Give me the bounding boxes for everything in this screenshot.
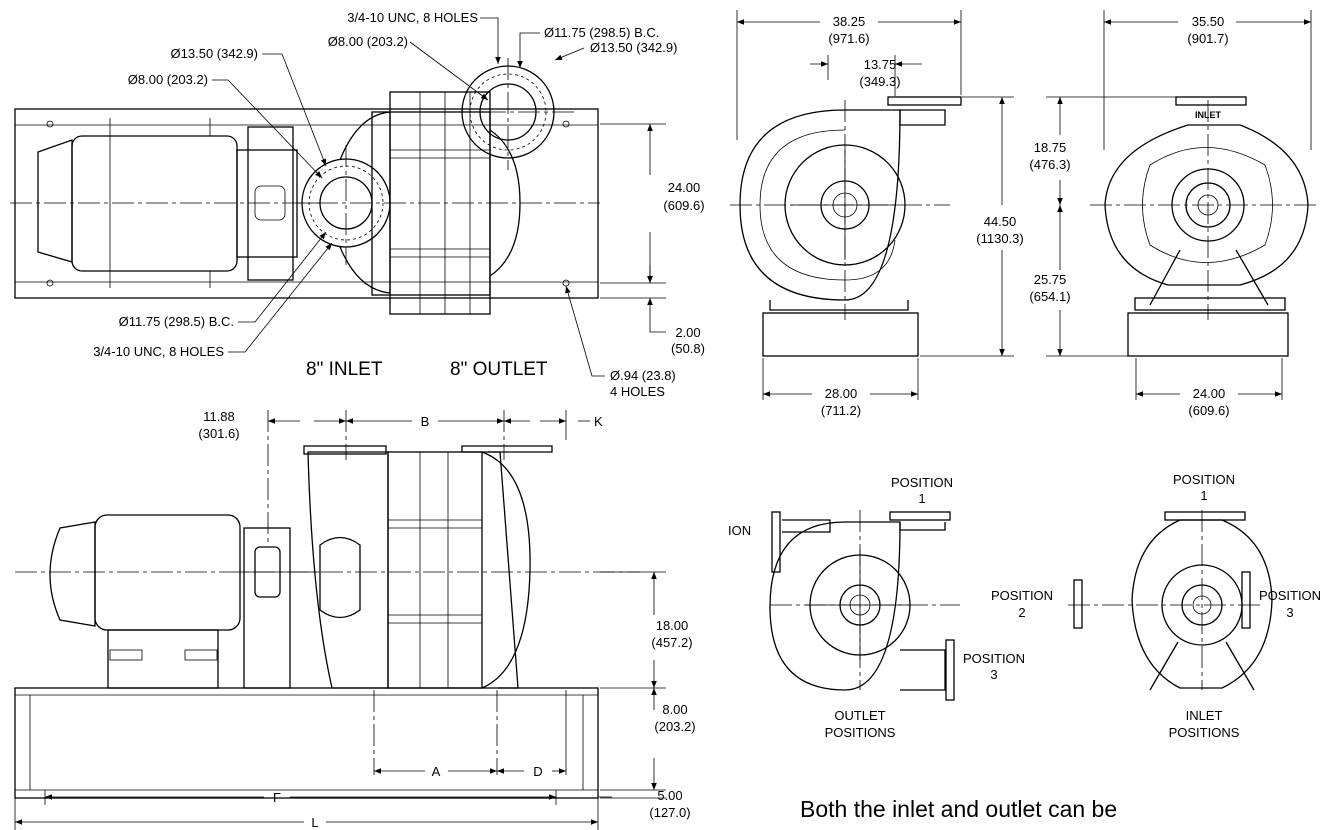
inlet-end-dimensions (1046, 10, 1312, 400)
inlet-pos2-word: POSITION (991, 588, 1053, 603)
inlet-end-view: INLET 35.50 (901.7) 18.75 (476.3) 25.75 … (1029, 10, 1320, 418)
dimension-b: B (421, 414, 430, 429)
inlet-end-lower-mm: (654.1) (1029, 289, 1070, 304)
base-height-inches: 8.00 (662, 702, 687, 717)
inlet-bolt-circle-label: Ø11.75 (298.5) B.C. (119, 314, 234, 329)
base-frame (14, 108, 599, 299)
top-view-dimensions (600, 123, 666, 333)
dimension-l: L (311, 815, 318, 830)
outlet-end-height-mm: (1130.3) (976, 231, 1023, 246)
inlet-positions-caption-1: INLET (1186, 708, 1223, 723)
outlet-inner-diameter-label: Ø8.00 (203.2) (328, 34, 408, 49)
motor-top (37, 118, 298, 288)
edge-mm: (50.8) (671, 341, 705, 356)
inlet-pos1-number: 1 (1200, 488, 1207, 503)
outlet-pos3-number: 3 (990, 667, 997, 682)
mount-hole-diameter-label: Ø.94 (23.8) (610, 368, 676, 383)
outlet-positions-caption-1: OUTLET (834, 708, 885, 723)
outlet-end-dimensions (736, 10, 1014, 400)
side-base (14, 687, 599, 799)
dimension-a: A (432, 764, 441, 779)
inlet-housing (1104, 124, 1309, 286)
dimension-d: D (533, 764, 542, 779)
holes-top-label: 3/4-10 UNC, 8 HOLES (347, 10, 478, 25)
dimension-f: F (273, 790, 281, 805)
inlet-end-lower-inches: 25.75 (1034, 272, 1067, 287)
top-view-leaders (212, 17, 605, 377)
pedestal-side (243, 527, 291, 689)
rail-width-mm: (609.6) (663, 198, 704, 213)
motor-offset-inches: 11.88 (203, 409, 235, 424)
outlet-pos1-number: 1 (918, 491, 925, 506)
inlet-tag: INLET (1195, 110, 1222, 120)
mount-hole-markers (46, 120, 570, 287)
outlet-end-offset-mm: (349.3) (859, 74, 900, 89)
inlet-end-upper-mm: (476.3) (1029, 157, 1070, 172)
motor-offset-mm: (301.6) (198, 426, 239, 441)
inlet-pos1-word: POSITION (1173, 472, 1235, 487)
inlet-positions-view: POSITION 1 POSITION 2 POSITION 3 INLET P… (991, 472, 1321, 740)
inlet-positions-caption-2: POSITIONS (1169, 725, 1240, 740)
outlet-end-base-inches: 28.00 (825, 386, 858, 401)
holes-bottom-label: 3/4-10 UNC, 8 HOLES (93, 344, 224, 359)
coupling-guard-top (247, 126, 294, 281)
outlet-pos1-word: POSITION (891, 475, 953, 490)
outlet-pos3-word: POSITION (963, 651, 1025, 666)
blower-side (303, 445, 553, 689)
outlet-positions-caption-2: POSITIONS (825, 725, 896, 740)
inlet-pos2-number: 2 (1018, 605, 1025, 620)
outlet-caption: 8" OUTLET (450, 359, 548, 380)
outlet-end-view: 38.25 (971.6) 13.75 (349.3) 44.50 (1130.… (730, 10, 1024, 418)
side-view-dimensions (15, 418, 666, 825)
inlet-pos3-word: POSITION (1259, 588, 1321, 603)
outlet-pos2-fragment: ION (728, 523, 751, 538)
motor-side (49, 514, 241, 689)
shaft-height-mm: (457.2) (651, 635, 692, 650)
inlet-caption: 8" INLET (306, 359, 383, 380)
inlet-end-upper-inches: 18.75 (1034, 140, 1067, 155)
outlet-end-base-mm: (711.2) (821, 403, 861, 418)
outlet-end-offset-inches: 13.75 (864, 57, 897, 72)
outlet-outer-diameter-label: Ø13.50 (342.9) (590, 40, 677, 55)
top-view: 3/4-10 UNC, 8 HOLES Ø11.75 (298.5) B.C. … (10, 10, 705, 399)
rail-width-inches: 24.00 (668, 180, 701, 195)
outlet-end-base (762, 312, 919, 357)
mount-hole-count-label: 4 HOLES (610, 384, 665, 399)
inlet-end-width-mm: (901.7) (1187, 31, 1228, 46)
base-height-mm: (203.2) (654, 719, 695, 734)
outlet-end-width-mm: (971.6) (828, 31, 869, 46)
inlet-outer-diameter-label: Ø13.50 (342.9) (171, 46, 258, 61)
outlet-end-height-inches: 44.50 (984, 214, 1017, 229)
inlet-end-base-mm: (609.6) (1188, 403, 1229, 418)
positions-note: Both the inlet and outlet can be (800, 796, 1117, 822)
inlet-end-base-inches: 24.00 (1193, 386, 1226, 401)
inlet-end-width-inches: 35.50 (1192, 14, 1225, 29)
outlet-bolt-circle-label: Ø11.75 (298.5) B.C. (544, 25, 659, 40)
foot-mm: (127.0) (649, 805, 690, 820)
outlet-end-width-inches: 38.25 (833, 14, 866, 29)
outlet-positions-view: POSITION 1 ION POSITION 3 OUTLET POSITIO… (728, 475, 1025, 740)
inlet-inner-diameter-label: Ø8.00 (203.2) (128, 72, 208, 87)
side-view: 11.88 (301.6) B K 18.00 (457.2) 8.00 (20… (14, 409, 696, 830)
inlet-pos3-number: 3 (1286, 605, 1293, 620)
shaft-height-inches: 18.00 (656, 618, 689, 633)
edge-inches: 2.00 (675, 325, 700, 340)
foot-inches: 5.00 (657, 788, 682, 803)
dimension-k: K (594, 414, 603, 429)
